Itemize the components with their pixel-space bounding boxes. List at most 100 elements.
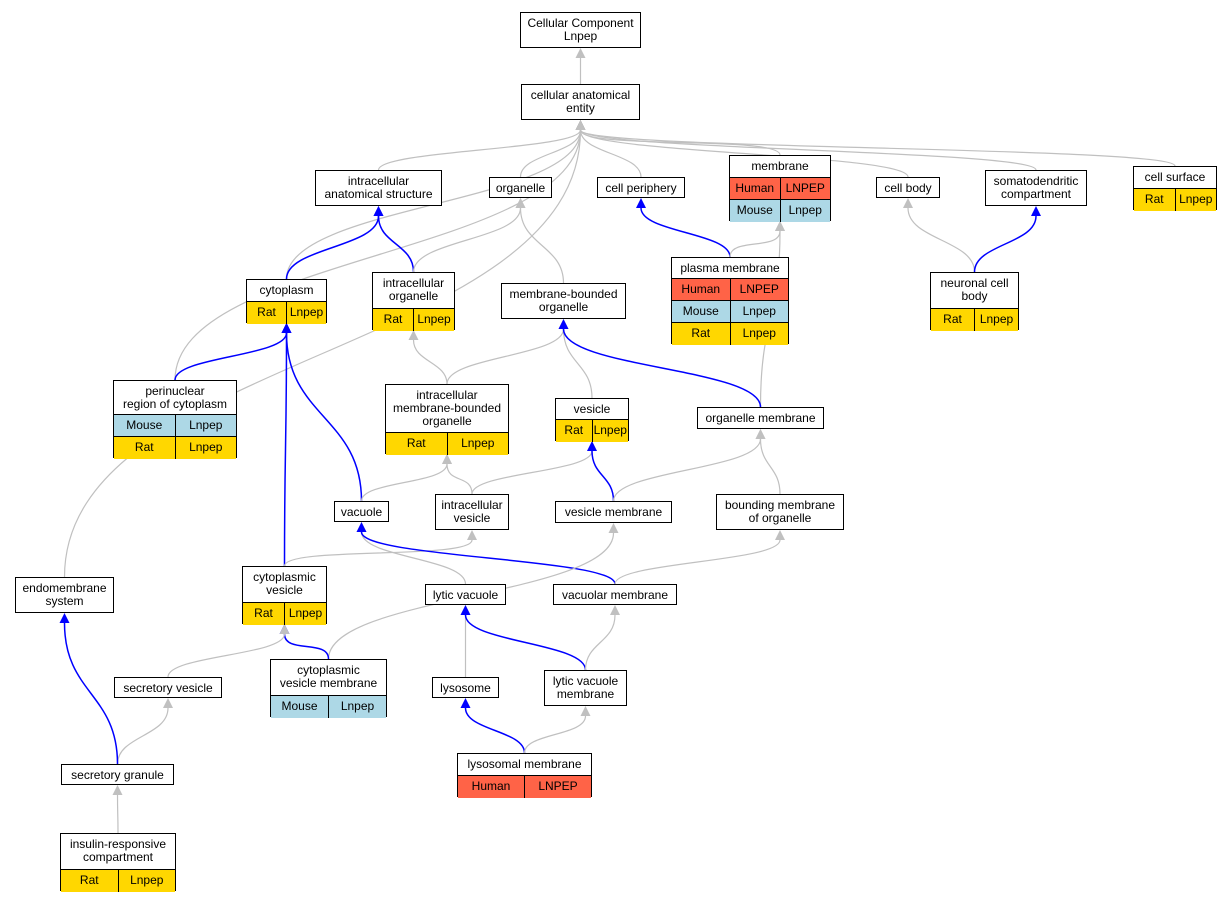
edge-is-a	[579, 129, 909, 178]
term-label: somatodendritic compartment	[993, 174, 1079, 201]
term-node-cc-root[interactable]: Cellular Component Lnpep	[520, 12, 641, 48]
edge-arrowhead	[575, 48, 586, 58]
edge-is-a	[446, 328, 565, 385]
edge-part-of	[562, 328, 762, 408]
term-label: bounding membrane of organelle	[724, 498, 836, 525]
term-node-bounding-membrane[interactable]: bounding membrane of organelle	[716, 494, 844, 530]
species-cell: Rat	[943, 312, 962, 326]
term-node-organelle[interactable]: organelle	[489, 177, 552, 198]
gene-cell: Lnpep	[974, 309, 1018, 331]
edge-part-of	[283, 332, 288, 567]
term-node-secretory-vesicle[interactable]: secretory vesicle	[114, 677, 222, 698]
term-node-somatodendritic[interactable]: somatodendritic compartment	[985, 170, 1087, 206]
term-label: organelle membrane	[705, 411, 816, 425]
gene-cell: LNPEP	[729, 279, 789, 301]
edge-part-of	[640, 207, 731, 258]
term-node-lysosome[interactable]: lysosome	[432, 677, 499, 698]
term-label: intracellular anatomical structure	[324, 174, 433, 201]
term-node-endomembrane[interactable]: endomembrane system	[15, 577, 114, 613]
term-label: cytoplasmic vesicle membrane	[279, 663, 378, 690]
gene-cell: Lnpep	[174, 415, 237, 437]
edge-arrowhead	[112, 785, 123, 795]
gene-cell: Lnpep	[413, 309, 454, 331]
edge-part-of	[285, 215, 380, 280]
edge-is-a	[360, 531, 467, 585]
edge-is-a	[614, 539, 781, 585]
term-node-lytic-vacuole-membrane[interactable]: lytic vacuole membrane	[544, 670, 627, 706]
term-node-mbo[interactable]: membrane-bounded organelle	[501, 283, 626, 319]
edge-is-a	[412, 207, 522, 273]
edge-arrowhead	[373, 206, 384, 216]
species-cell: Rat	[1144, 192, 1164, 206]
term-node-vacuolar-membrane[interactable]: vacuolar membrane	[553, 584, 677, 605]
term-node-ias[interactable]: intracellular anatomical structure	[315, 170, 442, 206]
term-node-vacuole[interactable]: vacuole	[334, 501, 389, 522]
edge-is-a	[412, 339, 448, 385]
edge-part-of	[591, 450, 615, 502]
edge-is-a	[63, 129, 582, 578]
edge-is-a	[116, 707, 169, 765]
edge-is-a	[377, 129, 582, 171]
edge-part-of	[285, 332, 363, 502]
edge-is-a	[579, 129, 1176, 167]
term-label: plasma membrane	[680, 261, 780, 275]
species-cell: Mouse	[682, 304, 719, 318]
edge-arrowhead	[460, 605, 471, 615]
edge-is-a	[519, 129, 582, 178]
gene-cell: Lnpep	[286, 302, 326, 324]
species-cell: Mouse	[281, 699, 318, 713]
gene-cell: Lnpep	[174, 437, 237, 459]
edge-arrowhead	[575, 120, 586, 130]
term-label: intracellular membrane-bounded organelle	[392, 388, 502, 428]
edge-part-of	[973, 215, 1037, 273]
edge-arrowhead	[903, 198, 913, 208]
term-label: vacuole	[340, 505, 383, 519]
term-node-secretory-granule[interactable]: secretory granule	[61, 764, 174, 785]
term-node-lytic-vacuole[interactable]: lytic vacuole	[425, 584, 506, 605]
term-node-cell-body[interactable]: cell body	[876, 177, 940, 198]
term-label: secretory vesicle	[123, 681, 213, 695]
edge-is-a	[471, 450, 593, 495]
term-node-vesicle-membrane[interactable]: vesicle membrane	[555, 501, 672, 523]
term-node-cell-periphery[interactable]: cell periphery	[597, 177, 685, 198]
species-cell: Rat	[691, 326, 711, 340]
term-node-ic-mbo[interactable]: intracellular membrane-bounded organelle…	[385, 384, 509, 455]
species-cell: Rat	[79, 873, 99, 887]
term-node-ic-vesicle[interactable]: intracellular vesicle	[435, 494, 509, 530]
term-node-organelle-membrane[interactable]: organelle membrane	[697, 407, 824, 429]
edge-arrowhead	[587, 441, 597, 451]
term-node-cae[interactable]: cellular anatomical entity	[521, 84, 640, 120]
edge-arrowhead	[636, 198, 646, 208]
term-label: lysosome	[440, 681, 491, 695]
edge-is-a	[116, 794, 119, 834]
edge-arrowhead	[281, 323, 292, 333]
term-label: insulin-responsive compartment	[69, 837, 167, 864]
species-cell: Human	[681, 282, 721, 296]
gene-cell: Lnpep	[446, 433, 509, 455]
annotation-row: Human LNPEP	[672, 278, 788, 301]
edge-part-of	[464, 614, 587, 671]
species-cell: Rat	[134, 440, 154, 454]
term-label: membrane-bounded organelle	[509, 287, 618, 314]
gene-cell: Lnpep	[284, 603, 326, 625]
edge-part-of	[283, 633, 330, 660]
edge-arrowhead	[1031, 206, 1041, 216]
term-label: lytic vacuole membrane	[552, 674, 619, 701]
edge-arrowhead	[515, 198, 526, 208]
